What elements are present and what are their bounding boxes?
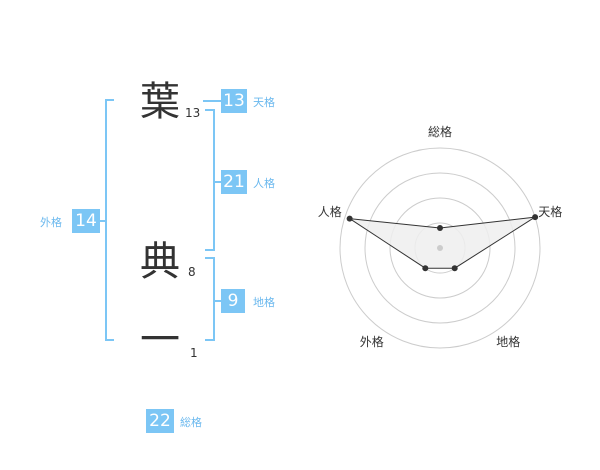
radar-points xyxy=(346,214,539,272)
soukaku-label: 総格 xyxy=(180,416,202,429)
radar-point-2 xyxy=(532,214,539,221)
radar-center-point xyxy=(437,245,443,251)
radar-point-3 xyxy=(451,265,458,272)
jinkaku-value-box: 21 xyxy=(221,170,247,194)
radar-point-5 xyxy=(346,215,353,222)
name-char-2: 典 xyxy=(140,239,180,285)
chikaku-label: 地格 xyxy=(253,296,275,309)
tenkaku-value-box: 13 xyxy=(221,89,247,113)
radar-axis-label-4: 外格 xyxy=(360,334,384,349)
soukaku-value-box: 22 xyxy=(146,409,174,433)
stroke-count-1: 13 xyxy=(185,106,201,120)
radar-ring xyxy=(364,172,516,324)
tenkaku-label: 天格 xyxy=(253,96,275,109)
radar-axis-label-5: 人格 xyxy=(318,204,342,219)
radar-ring xyxy=(389,197,491,299)
radar-point-4 xyxy=(422,265,429,272)
name-char-3: 一 xyxy=(140,317,180,363)
name-char-1: 葉 xyxy=(140,79,180,125)
stroke-count-2: 8 xyxy=(188,265,196,279)
stroke-count-3: 1 xyxy=(190,346,198,360)
gaikaku-value-box: 14 xyxy=(72,209,100,233)
gaikaku-label: 外格 xyxy=(40,216,62,229)
chikaku-value-box: 9 xyxy=(221,289,245,313)
radar-grid xyxy=(339,147,541,349)
radar-ring xyxy=(339,147,541,349)
radar-point-1 xyxy=(437,225,443,231)
radar-axis-label-3: 地格 xyxy=(496,334,520,349)
radar-area xyxy=(349,216,536,269)
radar-axis-label-1: 総格 xyxy=(428,124,452,139)
jinkaku-label: 人格 xyxy=(253,177,275,190)
radar-axis-label-2: 天格 xyxy=(538,204,562,219)
